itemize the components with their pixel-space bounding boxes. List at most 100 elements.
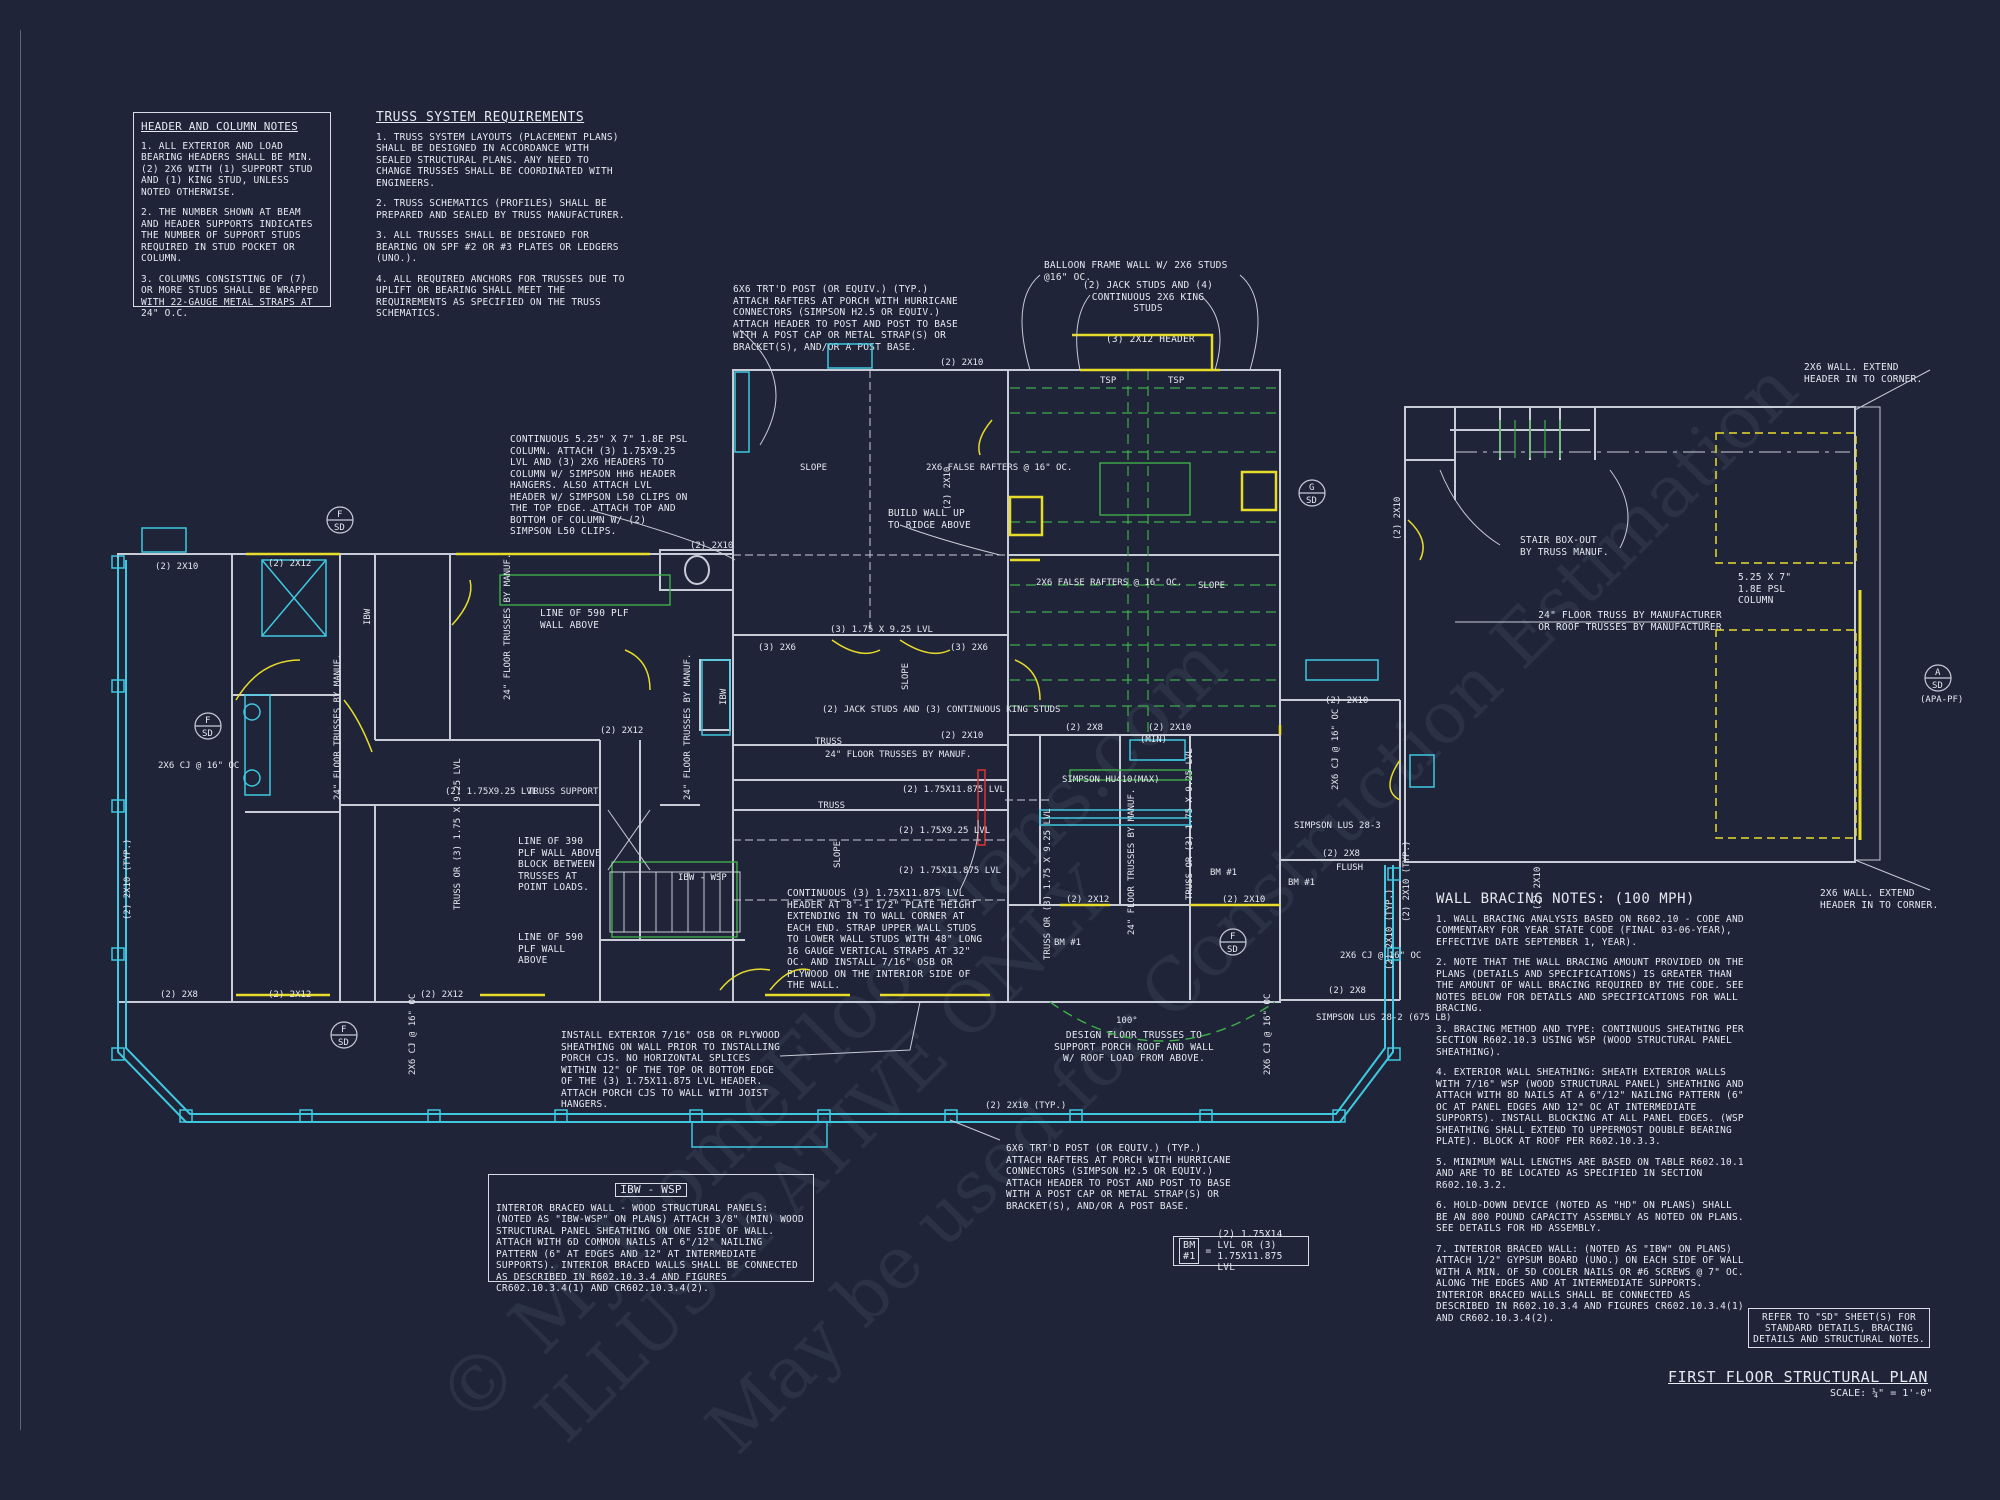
section-marker-labels: F SD F SD F SD G SD F SD A SD (APA-PF) (202, 483, 1963, 1048)
marker-sheet: SD (334, 523, 345, 533)
plan-label: TRUSS OR (3) 1.75 X 9.25 LVL (453, 758, 463, 910)
plan-label: (2) 2X12 (600, 726, 643, 736)
callout-build-wall: BUILD WALL UP TO RIDGE ABOVE (888, 508, 971, 531)
garage-right-line (1855, 406, 1881, 861)
marker-sheet: SD (338, 1038, 349, 1048)
plan-label: 100° (1116, 1016, 1138, 1026)
marker-letter: A (1935, 668, 1941, 678)
plan-label: (2) 2X8 (1322, 849, 1360, 859)
plan-label: BM #1 (1210, 868, 1237, 878)
plan-label: (2) 1.75x11.875 LVL (898, 866, 1001, 876)
plan-label: (2) 2X12 (420, 990, 463, 1000)
header-note-2: 2. THE NUMBER SHOWN AT BEAM AND HEADER S… (141, 207, 313, 264)
marker-sheet: SD (1227, 945, 1238, 955)
ibw-text: INTERIOR BRACED WALL - WOOD STRUCTURAL P… (496, 1202, 804, 1295)
plan-label: (2) 2X10 (943, 467, 953, 510)
plan-label: (2) 2X12 (1066, 895, 1109, 905)
sheet-title: FIRST FLOOR STRUCTURAL PLAN (1668, 1368, 1929, 1386)
marker-letter: F (337, 510, 342, 520)
truss-note-2: 2. TRUSS SCHEMATICS (PROFILES) SHALL BE … (376, 198, 625, 221)
plan-label: (2) 1.75x9.25 LVL (898, 826, 990, 836)
wall-bracing-title: WALL BRACING NOTES: (100 MPH) (1436, 891, 1695, 907)
truss-note-1: 1. TRUSS SYSTEM LAYOUTS (PLACEMENT PLANS… (376, 131, 619, 189)
callout-psl-col-right: 5.25 X 7" 1.8E PSL COLUMN (1738, 572, 1792, 606)
plan-label: BM #1 (1054, 938, 1081, 948)
header-note-1: 1. ALL EXTERIOR AND LOAD BEARING HEADERS… (141, 140, 313, 198)
plan-label: (2) 2X10 (940, 358, 983, 368)
plan-label: (3) 2X6 (758, 643, 796, 653)
plan-label: TRUSS OR (3) 1.75 X 9.25 LVL (1043, 808, 1053, 960)
plan-label: SIMPSON HU410(MAX) (1062, 775, 1160, 785)
section-marker-g (1298, 479, 1326, 507)
callout-line-590-bottom: LINE OF 590 PLF WALL ABOVE (518, 932, 584, 966)
plan-label: SLOPE (1198, 581, 1225, 591)
plan-label: 2X6 FALSE RAFTERS @ 16" OC. (1036, 578, 1182, 588)
section-markers (194, 479, 1952, 1049)
plan-label: 2X6 CJ @ 16" OC (1263, 994, 1273, 1075)
truss-area-green (1010, 370, 1280, 735)
plan-label: (2) 2X10 (940, 731, 983, 741)
plan-label: BM #1 (1288, 878, 1315, 888)
marker-sheet: SD (202, 729, 213, 739)
section-marker-a (1924, 664, 1952, 692)
callout-floor-truss-right: 24" FLOOR TRUSS BY MANUFACTURER OR ROOF … (1538, 610, 1722, 633)
bracing-note-1: 1. WALL BRACING ANALYSIS BASED ON R602.1… (1436, 913, 1744, 948)
yellow-beams (236, 333, 1282, 997)
plan-label: (2) 2X12 (268, 559, 311, 569)
callout-wall-extend-top: 2X6 WALL. EXTEND HEADER IN TO CORNER. (1804, 362, 1923, 385)
callout-line-590-top: LINE OF 590 PLF WALL ABOVE (540, 608, 629, 631)
callout-psl-column: CONTINUOUS 5.25" X 7" 1.8E PSL COLUMN. A… (510, 434, 688, 537)
marker-letter: F (1230, 932, 1235, 942)
beam-text: (2) 1.75X14 LVL OR (3) 1.75X11.875 LVL (1217, 1229, 1283, 1273)
plan-label: (2) 2X10 (1222, 895, 1265, 905)
header-note-3: 3. COLUMNS CONSISTING OF (7) OR MORE STU… (141, 273, 319, 320)
dashed-structure (733, 370, 1050, 1000)
callout-jack-studs-top: (2) JACK STUDS AND (4) CONTINUOUS 2X6 KI… (1082, 280, 1214, 314)
red-header-marker (977, 769, 986, 846)
plan-label: IBW (363, 608, 373, 625)
bracing-note-6: 6. HOLD-DOWN DEVICE (NOTED AS "HD" ON PL… (1436, 1200, 1744, 1234)
bracing-note-3: 3. BRACING METHOD AND TYPE: CONTINUOUS S… (1436, 1023, 1744, 1058)
porch-steps (141, 343, 1435, 1148)
plan-label: 24" FLOOR TRUSSES BY MANUF. (683, 654, 693, 800)
section-marker-f-bottom (330, 1021, 358, 1049)
bracing-note-4: 4. EXTERIOR WALL SHEATHING: SHEATH EXTER… (1436, 1067, 1744, 1147)
truss-notes-title: TRUSS SYSTEM REQUIREMENTS (376, 110, 585, 125)
ibw-tag: IBW - WSP (615, 1183, 687, 1197)
plan-label: (2) 2X10 (TYP.) (985, 1101, 1066, 1111)
truss-note-3: 3. ALL TRUSSES SHALL BE DESIGNED FOR BEA… (376, 230, 619, 264)
bracing-note-7: 7. INTERIOR BRACED WALL: (NOTED AS "IBW"… (1436, 1243, 1744, 1324)
porch-posts (111, 555, 1401, 1123)
plan-label: 2X6 FALSE RAFTERS @ 16" OC. (926, 463, 1072, 473)
marker-sheet: SD (1306, 496, 1317, 506)
plan-label: TSP (1100, 376, 1117, 386)
plan-label: TRUSS (815, 737, 842, 747)
yellow-door-swings (235, 419, 1424, 991)
plan-label: (2) 2X10 (1325, 696, 1368, 706)
section-marker-f-right (1219, 928, 1247, 956)
callout-post-bottom: 6x6 TRT'D POST (OR EQUIV.) (TYP.) ATTACH… (1006, 1143, 1231, 1212)
marker-note: (APA-PF) (1920, 695, 1963, 705)
plan-label: TRUSS (818, 801, 845, 811)
plan-label: FLUSH (1336, 863, 1363, 873)
plan-label: 24" FLOOR TRUSSES BY MANUF. (503, 554, 513, 700)
plan-label: SLOPE (901, 663, 911, 690)
callout-stair-box: STAIR BOX-OUT BY TRUSS MANUF. (1520, 535, 1609, 558)
plan-label: (MIN) (1140, 735, 1167, 745)
beam-legend-box: BM #1 = (2) 1.75X14 LVL OR (3) 1.75X11.8… (1173, 1229, 1309, 1273)
section-marker-f-left (194, 712, 222, 740)
plan-label: (2) 2X10 (155, 562, 198, 572)
garage-dashed-outlines (1715, 432, 1857, 839)
truss-note-4: 4. ALL REQUIRED ANCHORS FOR TRUSSES DUE … (376, 273, 625, 320)
beam-eq: = (1205, 1245, 1212, 1257)
bracing-note-5: 5. MINIMUM WALL LENGTHS ARE BASED ON TAB… (1436, 1156, 1744, 1191)
stair-treads (607, 809, 741, 933)
callout-header-3: (3) 2X12 HEADER (1106, 334, 1195, 345)
callout-sheathing: INSTALL EXTERIOR 7/16" OSB OR PLYWOOD SH… (561, 1030, 781, 1110)
bracing-note-2: 2. NOTE THAT THE WALL BRACING AMOUNT PRO… (1436, 957, 1744, 1014)
exterior-walls-left (117, 553, 745, 1050)
plan-label: SLOPE (800, 463, 827, 473)
plan-label: (2) JACK STUDS AND (3) CONTINUOUS KING S… (822, 705, 1060, 715)
